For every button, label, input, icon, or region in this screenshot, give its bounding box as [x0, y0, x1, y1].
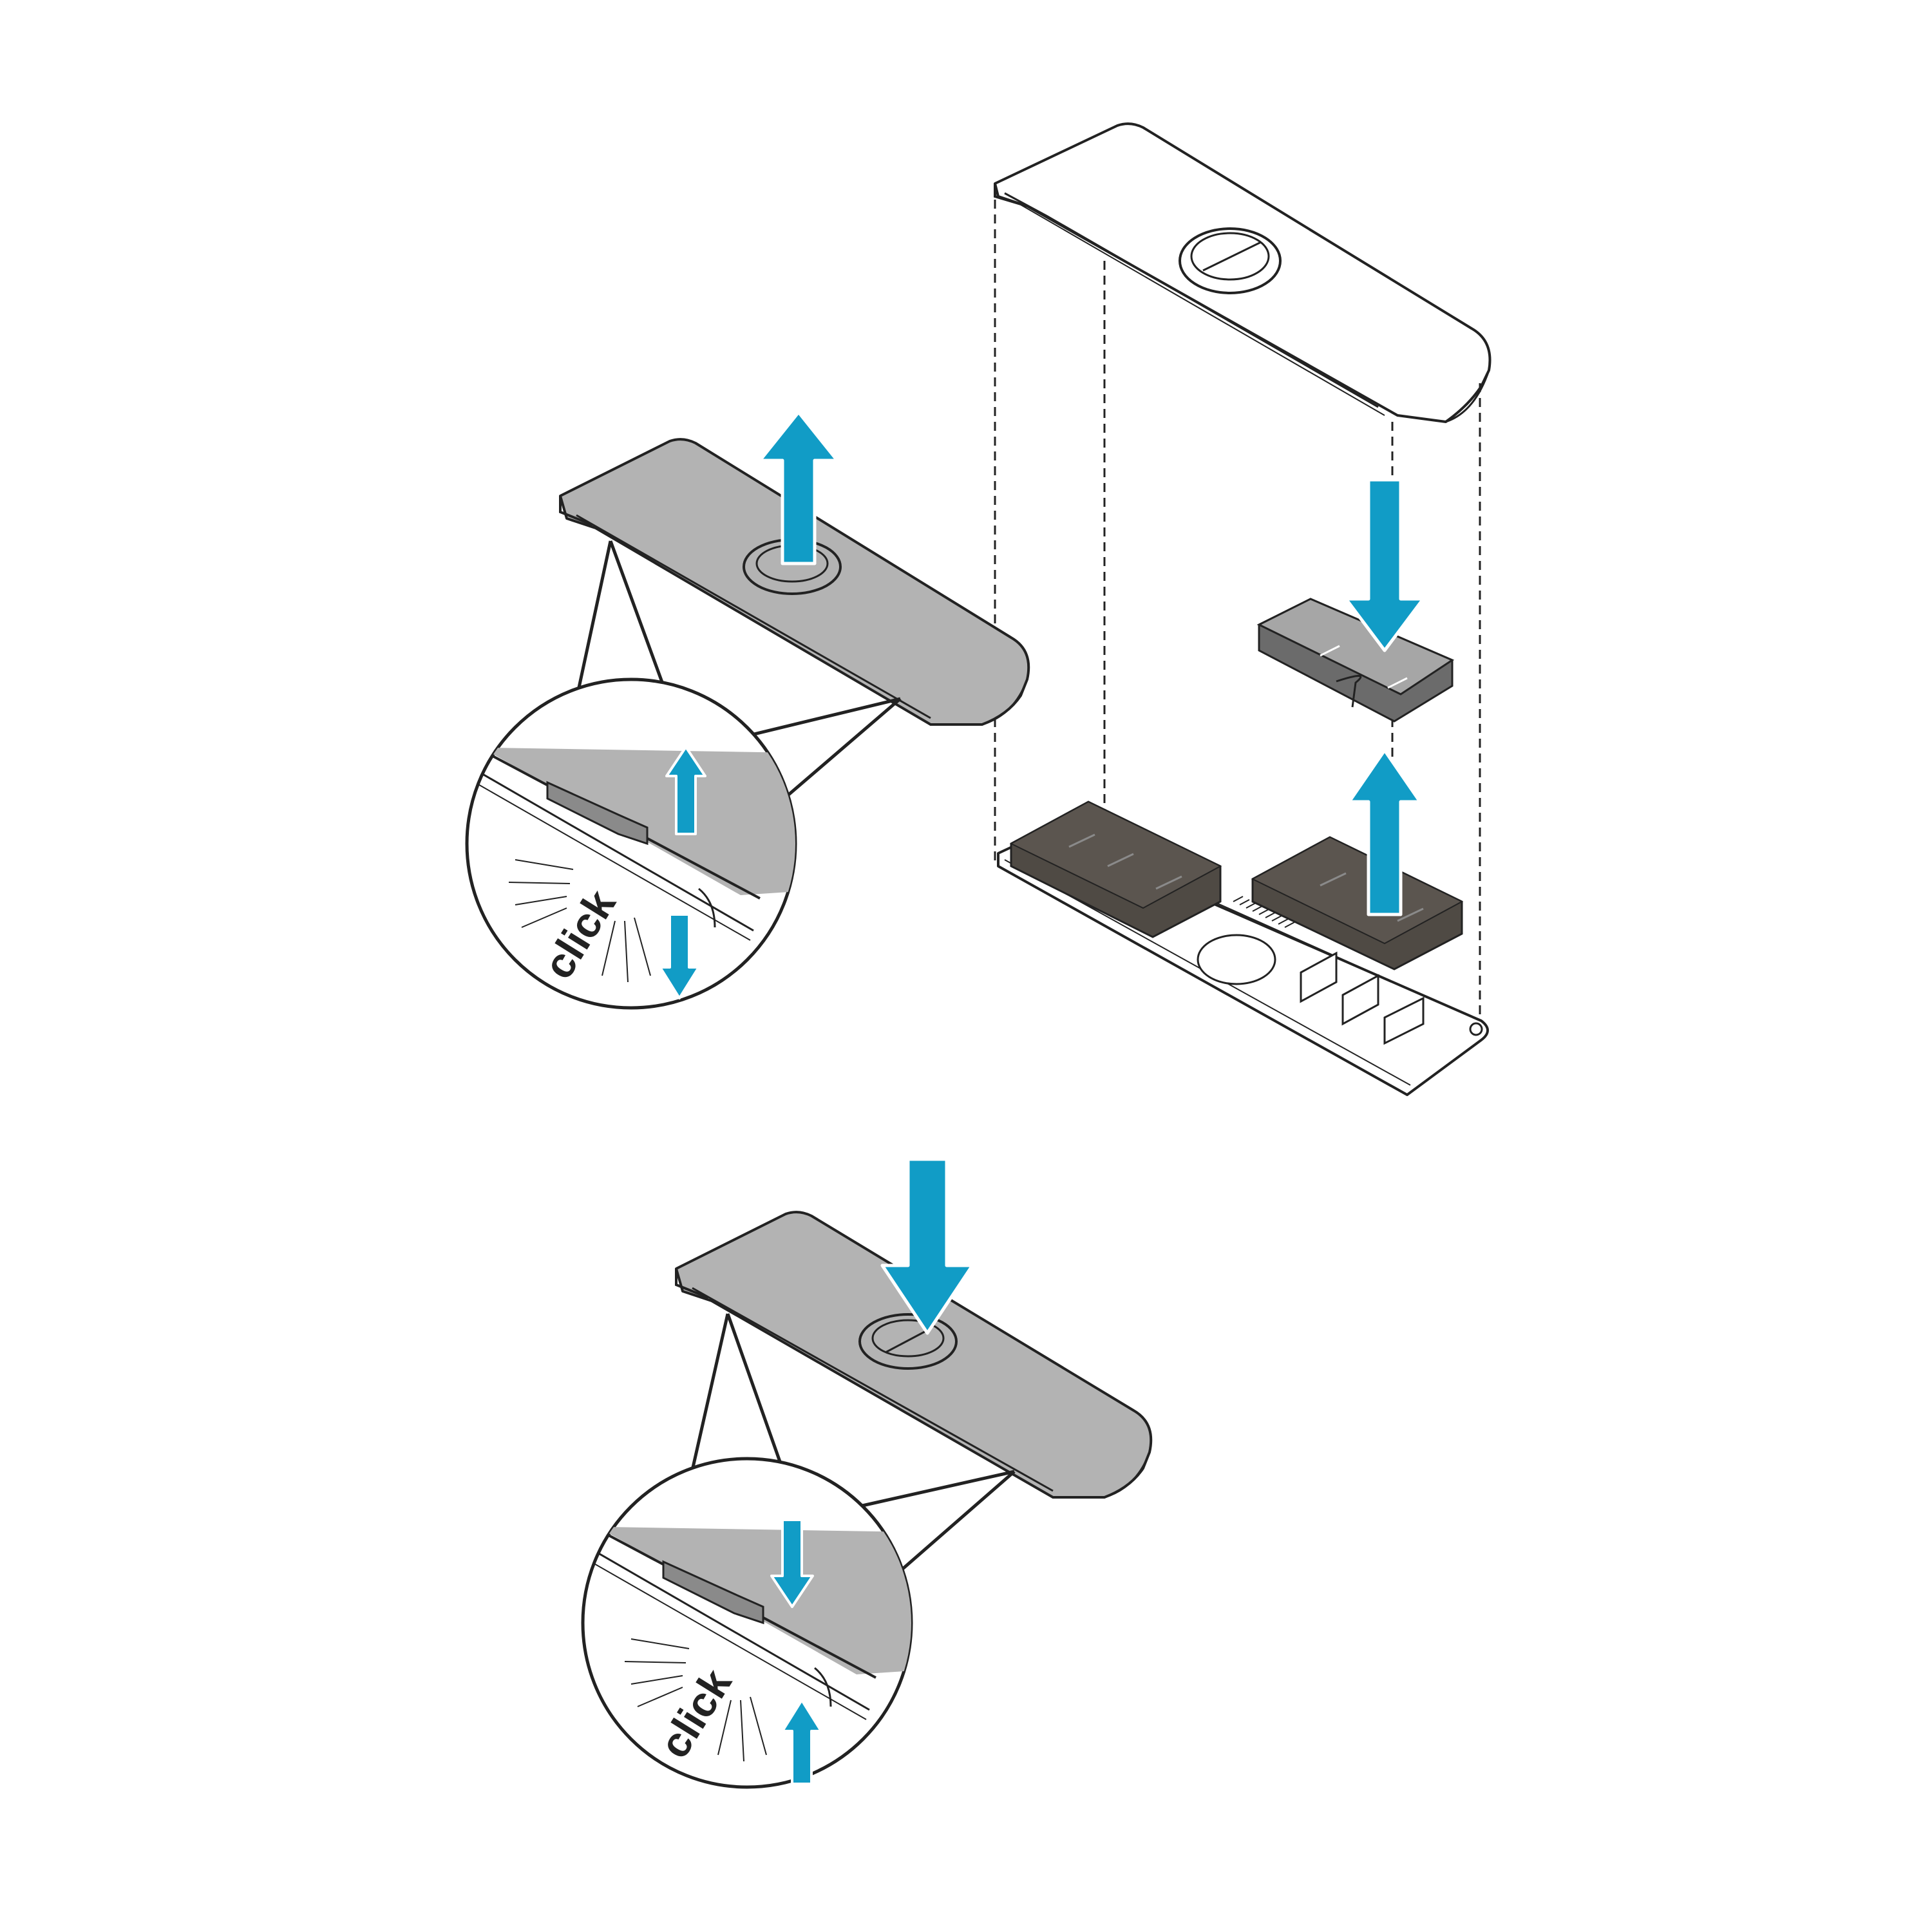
housing-cover: [994, 122, 1492, 423]
single-filter-block: [1256, 598, 1455, 723]
detail-magnifier-2: click: [581, 1457, 913, 1789]
arrow-up-icon: [758, 410, 839, 565]
old-filter-right: [1251, 836, 1464, 971]
arrow-down-icon: [1344, 478, 1425, 652]
arrow-up-icon: [665, 746, 706, 835]
zoom-lines-1: [573, 540, 902, 810]
arrow-down-icon: [659, 913, 700, 999]
arrow-up-icon: [1347, 748, 1422, 916]
lid-removal-view: [559, 438, 1030, 726]
arrow-down-icon: [770, 1519, 814, 1608]
old-filter-left: [1009, 800, 1222, 938]
detail-magnifier-1: click: [465, 677, 797, 1010]
arrow-up-icon: [781, 1699, 822, 1785]
arrow-down-icon: [880, 1157, 974, 1335]
zoom-lines-2: [687, 1313, 1016, 1582]
housing-cover-knob: [1179, 227, 1282, 294]
